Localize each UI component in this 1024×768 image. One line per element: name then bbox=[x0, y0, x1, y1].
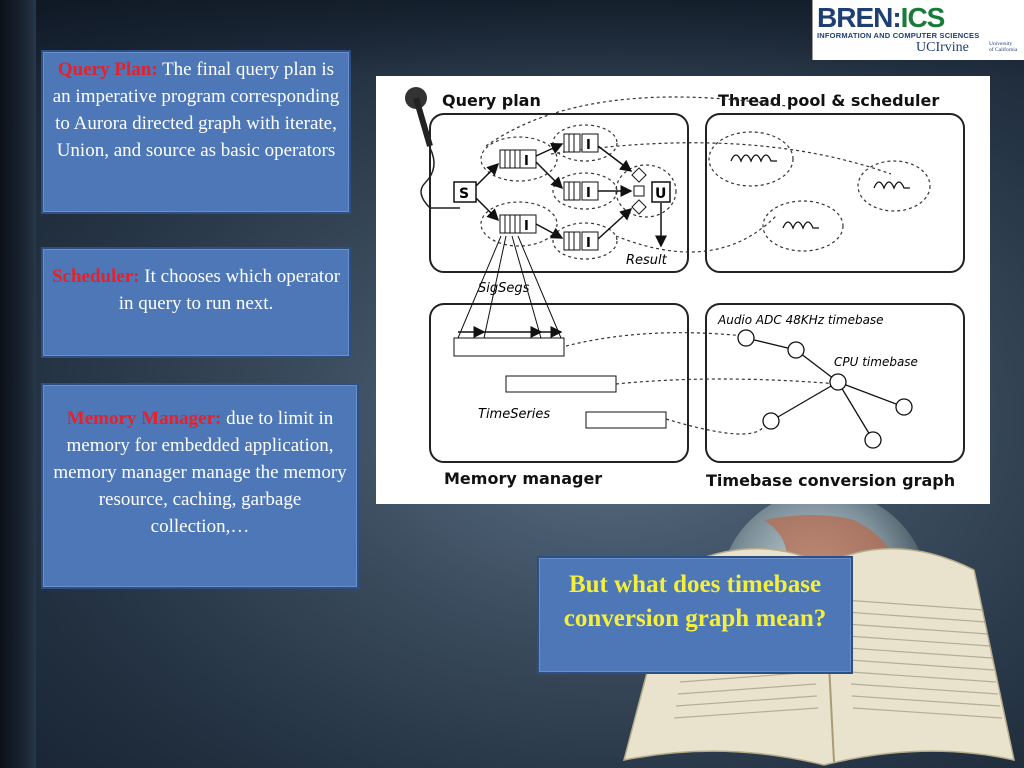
thread-spring-icons bbox=[730, 154, 910, 230]
memory-manager-key: Memory Manager: bbox=[66, 408, 222, 429]
timebase-nodes bbox=[737, 329, 913, 449]
timebase-graph-panel bbox=[705, 303, 965, 463]
svg-text:I: I bbox=[586, 186, 591, 201]
microphone-icon bbox=[405, 87, 460, 209]
query-plan-panel bbox=[429, 113, 689, 273]
svg-text:I: I bbox=[586, 138, 591, 153]
timebase-graph-title: Timebase conversion graph bbox=[706, 471, 955, 490]
timeseries-label: TimeSeries bbox=[478, 407, 550, 422]
bren-ics-logo: BREN:ICS INFORMATION AND COMPUTER SCIENC… bbox=[812, 0, 1024, 60]
left-dark-band bbox=[0, 0, 36, 768]
sigseg-buffer bbox=[453, 337, 565, 357]
logo-subtitle: INFORMATION AND COMPUTER SCIENCES bbox=[817, 31, 980, 40]
sigsegs-label: SigSegs bbox=[478, 281, 530, 296]
memory-manager-textbox: Memory Manager: due to limit in memory f… bbox=[41, 383, 359, 589]
audio-timebase-label: Audio ADC 48KHz timebase bbox=[717, 313, 884, 327]
thread-pool-panel bbox=[705, 113, 965, 273]
question-textbox: But what does timebase conversion graph … bbox=[537, 556, 853, 674]
svg-text:I: I bbox=[524, 154, 529, 169]
result-label: Result bbox=[626, 253, 668, 268]
union-operator bbox=[651, 181, 671, 203]
thread-pool-title: Thread pool & scheduler bbox=[718, 91, 939, 110]
iterate-operators: I I I I I bbox=[499, 133, 599, 251]
memory-manager-title: Memory manager bbox=[444, 469, 602, 488]
scheduler-key: Scheduler: bbox=[51, 266, 140, 287]
union-label: U bbox=[655, 186, 666, 202]
logo-wordmark: BREN:ICS bbox=[817, 2, 945, 33]
architecture-diagram: Query plan Thread pool & scheduler Memor… bbox=[376, 76, 990, 504]
memory-manager-text: due to limit in memory for embedded appl… bbox=[53, 408, 347, 537]
svg-text:I: I bbox=[586, 236, 591, 251]
memory-manager-panel bbox=[429, 303, 689, 463]
query-plan-textbox: Query Plan: The final query plan is an i… bbox=[41, 50, 351, 214]
source-label: S bbox=[459, 186, 469, 202]
query-plan-key: Query Plan: bbox=[57, 59, 158, 80]
scheduler-text: It chooses which operator in query to ru… bbox=[118, 266, 341, 314]
query-plan-text: The final query plan is an imperative pr… bbox=[52, 59, 340, 161]
svg-text:I: I bbox=[524, 219, 529, 234]
scheduler-textbox: Scheduler: It chooses which operator in … bbox=[41, 247, 351, 358]
cpu-timebase-label: CPU timebase bbox=[834, 355, 918, 369]
logo-uci: UCIrvine bbox=[916, 40, 969, 55]
query-plan-title: Query plan bbox=[442, 91, 541, 110]
source-operator bbox=[453, 181, 477, 203]
